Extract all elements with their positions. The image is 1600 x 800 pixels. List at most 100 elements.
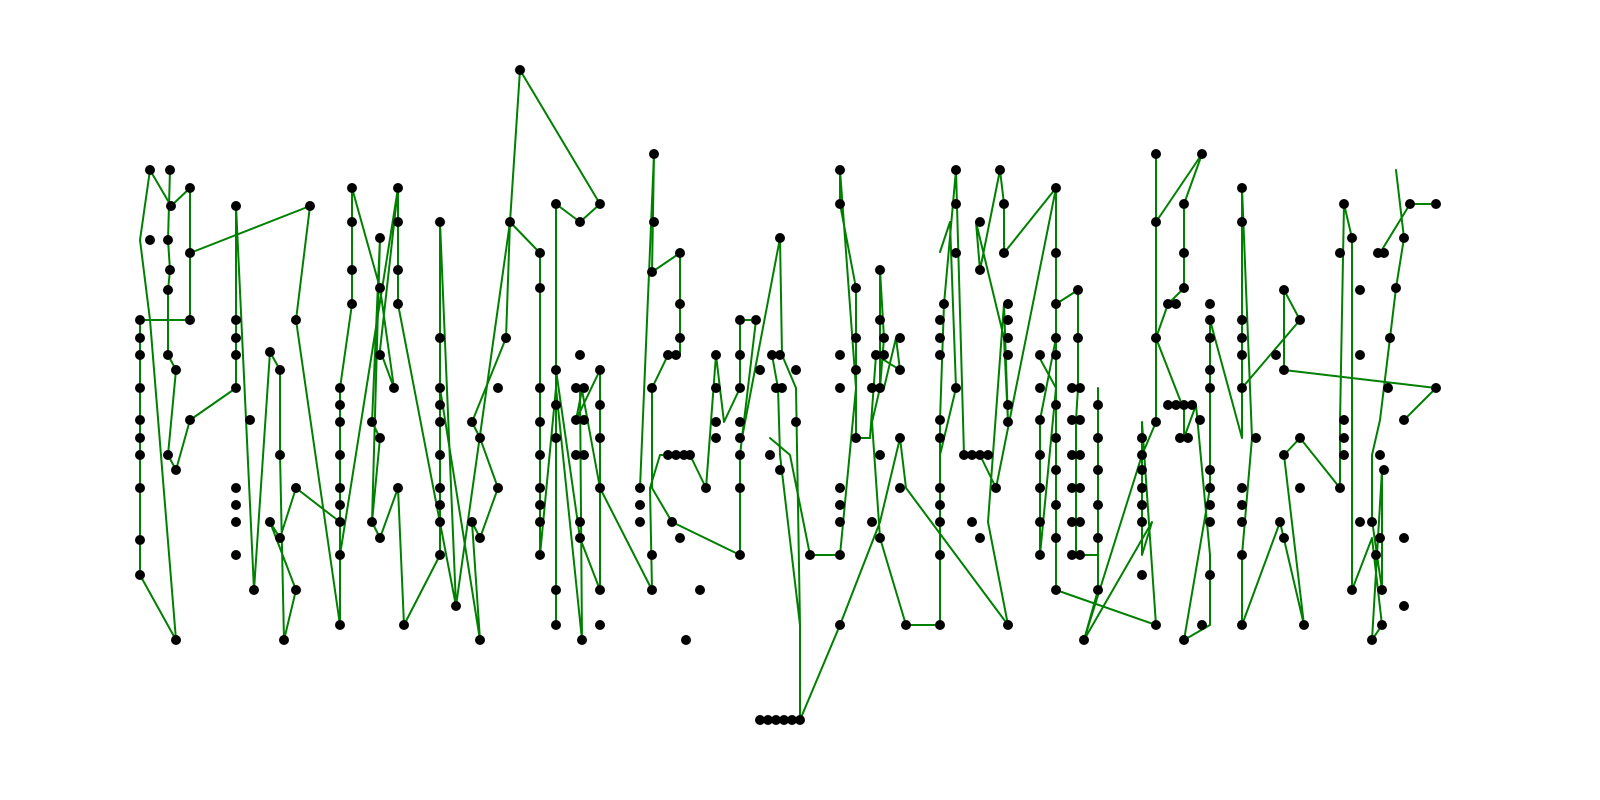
graph-node — [335, 550, 345, 560]
graph-node — [875, 450, 885, 460]
graph-node — [145, 235, 155, 245]
graph-node — [335, 620, 345, 630]
graph-node — [751, 315, 761, 325]
graph-node — [535, 483, 545, 493]
graph-node — [1075, 483, 1085, 493]
graph-node — [393, 217, 403, 227]
edge-path-2 — [139, 169, 177, 641]
graph-node — [335, 517, 345, 527]
graph-node — [711, 417, 721, 427]
graph-node — [135, 383, 145, 393]
graph-node — [935, 350, 945, 360]
graph-node — [685, 450, 695, 460]
graph-node — [895, 433, 905, 443]
graph-node — [1385, 333, 1395, 343]
graph-node — [1237, 333, 1247, 343]
graph-node — [951, 199, 961, 209]
graph-node — [1371, 550, 1381, 560]
graph-node — [999, 248, 1009, 258]
graph-node — [535, 417, 545, 427]
graph-node — [835, 517, 845, 527]
graph-node — [711, 433, 721, 443]
graph-node — [1205, 517, 1215, 527]
graph-node — [835, 350, 845, 360]
edge-path-7 — [639, 153, 655, 489]
graph-node — [535, 500, 545, 510]
graph-node — [1175, 433, 1185, 443]
graph-node — [291, 315, 301, 325]
graph-node — [231, 201, 241, 211]
graph-node — [375, 350, 385, 360]
graph-node — [171, 635, 181, 645]
graph-node — [1075, 550, 1085, 560]
graph-node — [1187, 400, 1197, 410]
graph-node — [995, 165, 1005, 175]
graph-node — [1399, 233, 1409, 243]
graph-node — [1137, 465, 1147, 475]
graph-node — [435, 483, 445, 493]
graph-node — [166, 201, 176, 211]
graph-node — [275, 533, 285, 543]
graph-node — [1379, 465, 1389, 475]
graph-node — [1067, 517, 1077, 527]
edge-path-3 — [167, 169, 341, 641]
graph-node — [231, 550, 241, 560]
graph-node — [775, 465, 785, 475]
graph-node — [135, 333, 145, 343]
graph-node — [231, 383, 241, 393]
graph-node — [451, 601, 461, 611]
graph-node — [1163, 299, 1173, 309]
graph-node — [275, 365, 285, 375]
edge-path-9 — [741, 237, 801, 626]
graph-node — [735, 350, 745, 360]
graph-node — [1003, 620, 1013, 630]
graph-node — [475, 635, 485, 645]
graph-node — [515, 65, 525, 75]
graph-node — [1355, 517, 1365, 527]
graph-node — [1355, 350, 1365, 360]
graph-node — [1237, 217, 1247, 227]
graph-node — [493, 483, 503, 493]
graph-node — [1073, 285, 1083, 295]
graph-node — [1279, 365, 1289, 375]
graph-node — [1299, 620, 1309, 630]
graph-node — [1237, 500, 1247, 510]
edge-path-4 — [189, 187, 399, 626]
graph-node — [1237, 550, 1247, 560]
graph-node — [635, 517, 645, 527]
graph-node — [951, 383, 961, 393]
graph-node — [1051, 533, 1061, 543]
graph-node — [375, 533, 385, 543]
graph-node — [1003, 417, 1013, 427]
graph-node — [967, 517, 977, 527]
graph-node — [135, 570, 145, 580]
graph-node — [735, 417, 745, 427]
graph-node — [1339, 450, 1349, 460]
graph-node — [1171, 299, 1181, 309]
graph-node — [1093, 433, 1103, 443]
graph-node — [185, 183, 195, 193]
graph-node — [967, 450, 977, 460]
graph-node — [851, 283, 861, 293]
graph-node — [1093, 533, 1103, 543]
graph-node — [1093, 500, 1103, 510]
graph-node — [935, 517, 945, 527]
edge-path-16 — [1379, 203, 1437, 254]
graph-node — [231, 315, 241, 325]
graph-node — [1399, 415, 1409, 425]
graph-node — [1035, 550, 1045, 560]
graph-node — [1237, 183, 1247, 193]
graph-node — [575, 350, 585, 360]
graph-node — [185, 248, 195, 258]
graph-node — [1237, 315, 1247, 325]
graph-node — [135, 433, 145, 443]
graph-node — [755, 365, 765, 375]
graph-node — [551, 433, 561, 443]
graph-node — [595, 585, 605, 595]
graph-node — [579, 450, 589, 460]
graph-node — [1179, 283, 1189, 293]
graph-node — [231, 517, 241, 527]
graph-node — [1205, 299, 1215, 309]
graph-node — [1237, 517, 1247, 527]
